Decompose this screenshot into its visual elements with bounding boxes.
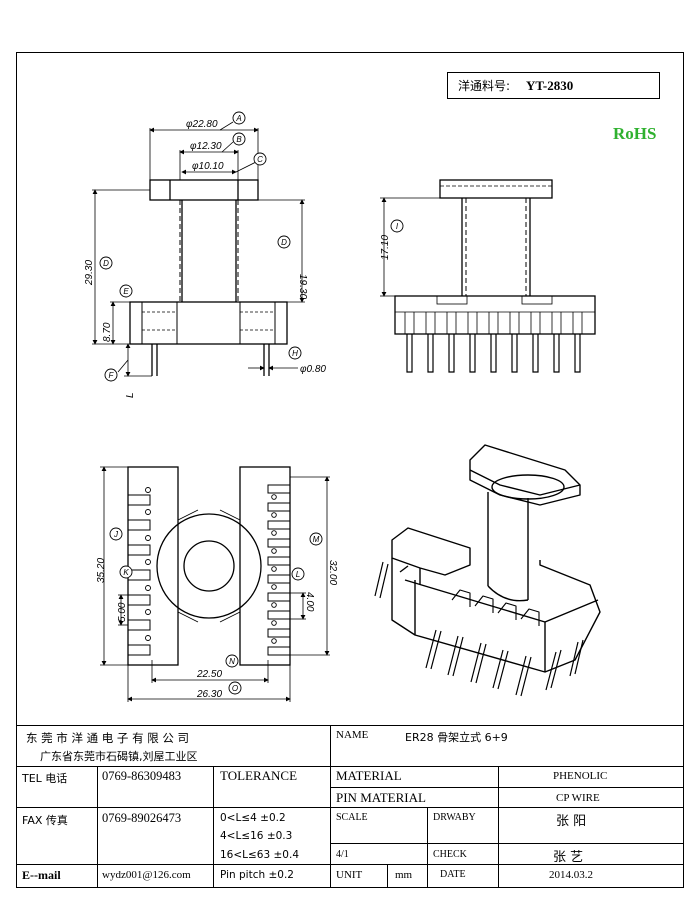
callout-l [291, 567, 305, 581]
callout-j [109, 527, 123, 541]
callout-bubbles [99, 111, 404, 695]
company-address: 广东省东莞市石碣镇,刘屋工业区 [40, 750, 198, 763]
svg-text:F: F [109, 371, 115, 380]
svg-text:B: B [236, 135, 242, 144]
tolerance-row-2: 4<L≤16 ±0.3 [220, 830, 293, 842]
dim-32-00: 32.00 [327, 560, 338, 585]
svg-text:C: C [257, 155, 263, 164]
material-value: PHENOLIC [553, 770, 608, 782]
svg-text:H: H [292, 349, 298, 358]
svg-text:K: K [123, 568, 129, 577]
tel-label: TEL 电话 [22, 772, 68, 785]
front-view [129, 179, 288, 376]
dim-12-30: φ12.30 [190, 141, 222, 152]
company-name: 东 莞 市 洋 通 电 子 有 限 公 司 [26, 731, 190, 745]
callout-i [390, 219, 404, 233]
dim-8-70: 8.70 [102, 322, 113, 342]
dim-l-label: L [125, 392, 136, 398]
scale-label: SCALE [336, 812, 368, 823]
side-view [394, 179, 596, 373]
callout-m [309, 532, 323, 546]
svg-text:L: L [296, 570, 300, 579]
tolerance-label: TOLERANCE [220, 768, 298, 783]
isometric-view [374, 444, 601, 697]
svg-text:M: M [313, 535, 320, 544]
pin-material-label: PIN MATERIAL [336, 790, 426, 805]
unit-label: UNIT [336, 869, 363, 881]
dim-19-30: 19.30 [297, 274, 308, 299]
name-value: ER28 骨架立式 6+9 [405, 731, 508, 744]
dim-0-80: φ0.80 [300, 364, 326, 375]
dim-5-00: 5.00 [117, 602, 128, 622]
unit-value: mm [395, 869, 413, 881]
name-label: NAME [336, 729, 369, 741]
svg-text:A: A [235, 114, 241, 123]
callout-o [228, 681, 242, 695]
callout-a [232, 111, 246, 125]
date-label: DATE [440, 869, 466, 880]
fax-label: FAX 传真 [22, 814, 68, 827]
drawing-frame [16, 52, 684, 888]
front-view-labels: φ22.80 φ12.30 φ10.10 29.30 19.30 8.70 L … [84, 119, 326, 398]
check-value: 张 艺 [553, 850, 584, 865]
rohs-mark: RoHS [613, 124, 657, 143]
email-label: E--mail [22, 868, 61, 882]
front-view-dims [92, 121, 305, 377]
bottom-view [127, 466, 291, 666]
part-number-value: YT-2830 [526, 77, 574, 93]
svg-text:O: O [232, 684, 238, 693]
dim-10-10: φ10.10 [192, 161, 224, 172]
material-label: MATERIAL [336, 768, 402, 783]
dim-35-20: 35.20 [96, 558, 107, 583]
email-value: wydz001@126.com [102, 869, 191, 881]
callout-c [253, 152, 267, 166]
callout-d1 [99, 256, 113, 270]
svg-text:J: J [113, 530, 119, 539]
dim-22-50: 22.50 [196, 669, 222, 680]
callout-d2 [277, 235, 291, 249]
pin-material-value: CP WIRE [556, 792, 600, 804]
tolerance-row-1: 0<L≤4 ±0.2 [220, 812, 286, 824]
scale-value: 4/1 [336, 849, 349, 860]
fax-value: 0769-89026473 [102, 811, 182, 825]
dim-17-10: 17.10 [380, 235, 391, 260]
check-label: CHECK [433, 849, 467, 860]
dim-26-30: 26.30 [196, 689, 222, 700]
tel-value: 0769-86309483 [102, 769, 182, 783]
callout-f [104, 368, 118, 382]
side-view-dims [380, 197, 440, 297]
drawby-label: DRWABY [433, 812, 476, 823]
drawby-value: 张 阳 [556, 814, 587, 829]
tolerance-row-4: Pin pitch ±0.2 [220, 869, 294, 881]
date-value: 2014.03.2 [549, 869, 593, 881]
svg-text:I: I [396, 222, 399, 231]
callout-b [232, 132, 246, 146]
part-number-label: 洋通料号: [458, 79, 511, 93]
dim-4-00: 4.00 [304, 592, 315, 612]
tolerance-row-3: 16<L≤63 ±0.4 [220, 849, 300, 861]
callout-e [119, 284, 133, 298]
dim-29-30: 29.30 [84, 260, 95, 286]
bottom-view-dims [100, 466, 330, 702]
callout-n [225, 654, 239, 668]
svg-text:D: D [281, 238, 287, 247]
part-number-box: 洋通料号: YT-2830 [447, 72, 660, 99]
svg-text:D: D [103, 259, 109, 268]
callout-k [119, 565, 133, 579]
dim-22-80: φ22.80 [186, 119, 218, 130]
svg-text:N: N [229, 657, 235, 666]
callout-h [288, 346, 302, 360]
callout-letters: A B C D D E F H I J K L M N O [103, 114, 399, 693]
svg-text:E: E [123, 287, 129, 296]
